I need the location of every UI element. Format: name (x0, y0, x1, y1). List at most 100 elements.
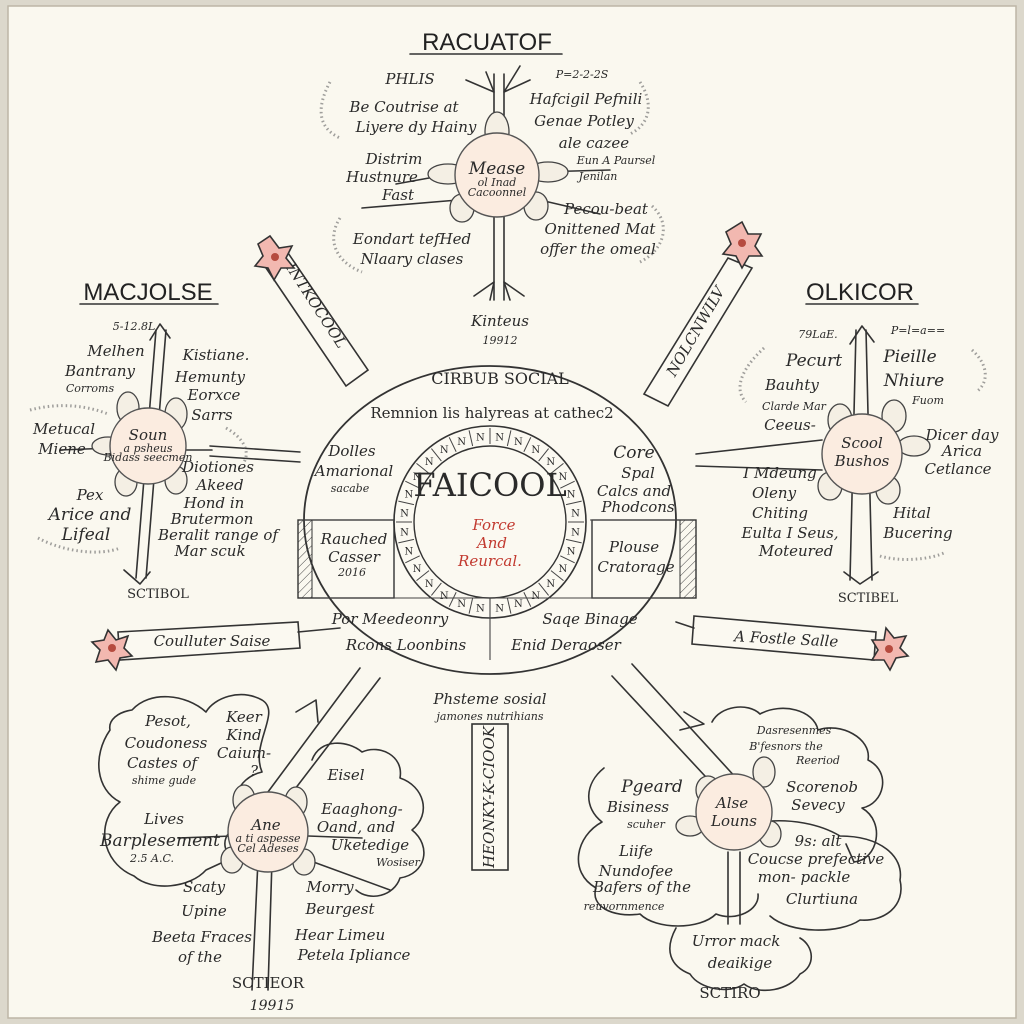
svg-text:2.5 A.C.: 2.5 A.C. (129, 852, 174, 865)
ring-tick (550, 463, 564, 474)
center-ring-top-text: Remnion lis halyreas at cathec2 (370, 404, 613, 422)
ring-tick (523, 437, 532, 452)
ring-glyph: N (531, 591, 540, 602)
svg-text:Oleny: Oleny (752, 484, 797, 502)
top-corner-left: PHLIS (384, 70, 434, 88)
ring-glyph: N (476, 433, 485, 444)
svg-text:Beralit range of: Beralit range of (157, 526, 280, 544)
ring-tick (523, 592, 532, 607)
right-hub-label: Scool (841, 434, 883, 452)
svg-text:Moteured: Moteured (758, 542, 834, 560)
ring-tick (565, 538, 582, 544)
svg-text:Wosiser: Wosiser (376, 856, 421, 869)
svg-text:Clurtiuna: Clurtiuna (786, 890, 858, 908)
core-sub-3: Reurcal. (457, 552, 522, 570)
bl-cloud-right (311, 742, 425, 898)
svg-text:Por Meedeonry: Por Meedeonry (331, 610, 449, 628)
svg-text:Hond in: Hond in (183, 494, 245, 512)
svg-text:Phsteme sosial: Phsteme sosial (432, 690, 546, 708)
svg-text:9s: alt: 9s: alt (795, 832, 843, 850)
svg-text:offer the omeal: offer the omeal (540, 240, 656, 258)
svg-text:Hear Limeu: Hear Limeu (294, 926, 385, 944)
svg-text:B'fesnors the: B'fesnors the (748, 740, 823, 753)
svg-text:Hafcigil Pefnili: Hafcigil Pefnili (529, 90, 643, 108)
svg-text:Corroms: Corroms (66, 382, 115, 395)
ring-glyph: N (400, 528, 409, 539)
center-ring-label: CIRBUB SOCIAL (431, 369, 569, 388)
br-hub-label: Alse (714, 794, 748, 812)
svg-text:ol Inad: ol Inad (478, 176, 517, 189)
svg-text:Amarional: Amarional (313, 462, 394, 480)
svg-text:Melhen: Melhen (86, 342, 144, 360)
ring-glyph: N (514, 437, 523, 448)
top-corner-right: P=2-2-2S (555, 68, 609, 81)
ring-glyph: N (404, 546, 413, 557)
ring-tick (468, 597, 474, 614)
ring-glyph: N (413, 472, 422, 483)
node-bottom-right: Alse Louns Dasresenmes B'fesnors the Ree… (577, 706, 902, 1002)
left-node-title: MACJOLSE (83, 279, 212, 306)
svg-text:Eulta I Seus,: Eulta I Seus, (740, 524, 838, 542)
connector-right (675, 621, 695, 629)
svg-text:shime gude: shime gude (132, 774, 197, 787)
svg-text:Uketedige: Uketedige (331, 836, 410, 854)
connector-west (209, 445, 301, 453)
ring-tick (565, 500, 582, 506)
connector-east (695, 439, 823, 455)
svg-text:Plouse: Plouse (608, 538, 659, 556)
svg-text:Eondart tefHed: Eondart tefHed (352, 230, 471, 248)
br-cloud-left (577, 767, 759, 927)
svg-text:79LaE.: 79LaE. (798, 328, 837, 341)
bl-caption: SCTIEOR (232, 974, 305, 992)
svg-text:Oand, and: Oand, and (317, 818, 395, 836)
left-hub-label: Soun (129, 426, 168, 444)
banner-right-text: A Fostle Salle (732, 627, 839, 651)
ring-tick (448, 592, 457, 607)
svg-text:Pecurt: Pecurt (785, 351, 842, 371)
svg-text:Phodcons: Phodcons (600, 498, 674, 516)
ring-tick (405, 555, 420, 564)
ring-glyph: N (571, 528, 580, 539)
svg-text:Keer: Keer (225, 708, 263, 726)
ring-glyph: N (558, 472, 567, 483)
svg-text:Diotiones: Diotiones (181, 458, 254, 476)
bl-hub (227, 791, 309, 873)
svg-text:Miene: Miene (37, 440, 86, 458)
svg-text:Coudoness: Coudoness (125, 734, 208, 752)
svg-text:Beeta Fraces: Beeta Fraces (151, 928, 252, 946)
core-sub-2: And (475, 534, 507, 552)
svg-text:Dicer day: Dicer day (924, 426, 999, 444)
ring-tick (405, 480, 420, 489)
banner-bottom: HEONKY-K-CIOOK (471, 723, 509, 871)
svg-text:Nhiure: Nhiure (883, 371, 944, 391)
svg-text:reuvornmence: reuvornmence (584, 900, 665, 913)
svg-text:5-12.8L: 5-12.8L (113, 320, 156, 333)
svg-text:Rauched: Rauched (320, 530, 388, 548)
svg-text:Chiting: Chiting (752, 504, 808, 522)
svg-text:Cetlance: Cetlance (924, 460, 991, 478)
ring-tick (416, 570, 430, 581)
svg-text:Pieille: Pieille (882, 347, 936, 367)
svg-text:Hital: Hital (892, 504, 931, 522)
svg-text:Dasresenmes: Dasresenmes (756, 724, 832, 737)
svg-text:Liife: Liife (618, 842, 653, 860)
svg-text:Hustnure: Hustnure (345, 168, 418, 186)
ring-glyph: N (531, 445, 540, 456)
banner-bottom-text: HEONKY-K-CIOOK (480, 725, 498, 869)
left-caption: SCTIBOL (127, 587, 189, 602)
svg-text:Dolles: Dolles (327, 442, 376, 460)
br-caption: SCTIRO (699, 984, 760, 1002)
svg-text:Be Coutrise at: Be Coutrise at (348, 98, 459, 116)
svg-text:Rcons Loonbins: Rcons Loonbins (345, 636, 467, 654)
svg-text:scuher: scuher (627, 818, 665, 831)
svg-text:Spal: Spal (621, 464, 655, 482)
br-cloud-bottom (669, 927, 813, 992)
ring-glyph: N (457, 437, 466, 448)
svg-text:Ceeus-: Ceeus- (764, 416, 816, 434)
svg-text:a ti aspesse: a ti aspesse (235, 832, 301, 845)
svg-text:Barplesement: Barplesement (99, 831, 220, 851)
svg-text:Bafers of the: Bafers of the (592, 878, 691, 896)
